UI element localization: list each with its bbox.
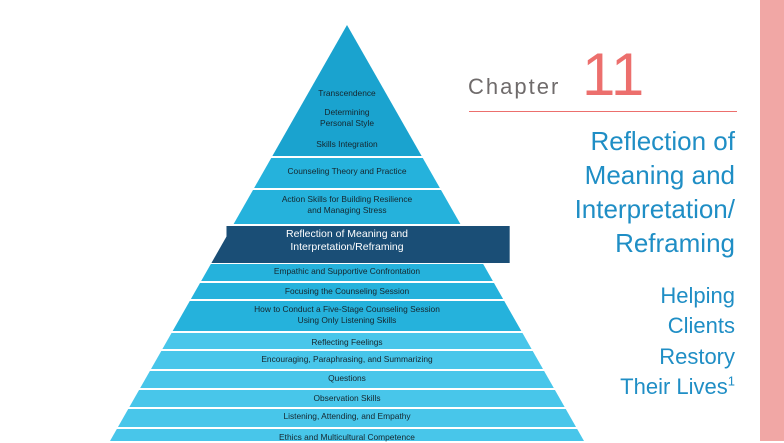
pyramid-layer-label: Listening, Attending, and Empathy xyxy=(283,411,410,422)
pyramid-layer xyxy=(162,333,532,349)
pyramid-label-line: Questions xyxy=(328,373,366,383)
pyramid-label-line: and Managing Stress xyxy=(307,205,387,215)
pyramid-label-line: Reflection of Meaning and xyxy=(286,228,408,240)
pyramid-layer xyxy=(272,25,422,156)
chapter-title-line: Reframing xyxy=(615,228,735,258)
pyramid-label-line: Determining xyxy=(324,107,370,117)
pyramid-layer-label: How to Conduct a Five-Stage Counseling S… xyxy=(254,304,440,326)
pyramid-label-line: Listening, Attending, and Empathy xyxy=(283,411,411,421)
chapter-subtitle-line: Clients xyxy=(667,313,735,338)
page-edge-band xyxy=(760,0,784,441)
pyramid-layer xyxy=(254,158,440,188)
chapter-title-line: Reflection of xyxy=(590,126,735,156)
pyramid-layer xyxy=(110,429,584,441)
pyramid-label-line: Focusing the Counseling Session xyxy=(284,286,410,296)
chapter-subtitle-line: Their Lives1 xyxy=(620,371,735,402)
pyramid-label-line: Counseling Theory and Practice xyxy=(287,166,407,176)
chapter-number: 11 xyxy=(582,41,645,108)
pyramid-layer xyxy=(151,351,543,369)
pyramid-label-line: Action Skills for Building Resilience xyxy=(281,194,413,204)
pyramid-label-line: Reflecting Feelings xyxy=(311,337,383,347)
pyramid-label-line: Observation Skills xyxy=(313,393,381,403)
pyramid-label-line: How to Conduct a Five-Stage Counseling S… xyxy=(254,304,440,314)
pyramid-label-line: Using Only Listening Skills xyxy=(297,315,397,325)
pyramid-label-line: Interpretation/Reframing xyxy=(290,241,404,253)
chapter-word: Chapter xyxy=(468,74,561,99)
pyramid-layer xyxy=(233,190,461,224)
chapter-title-line: Interpretation/ xyxy=(574,194,735,224)
pyramid-label-line: Empathic and Supportive Confrontation xyxy=(273,266,421,276)
pyramid-layer xyxy=(129,390,565,407)
pyramid-label-line: Encouraging, Paraphrasing, and Summarizi… xyxy=(261,354,433,364)
chapter-subtitle-line: Helping xyxy=(660,283,735,308)
pyramid-layer-label: Focusing the Counseling Session xyxy=(285,286,409,297)
pyramid-label-line: Skills Integration xyxy=(316,139,378,149)
chapter-title-line: Meaning and xyxy=(584,160,735,190)
pyramid-layer-label: Transcendence xyxy=(318,88,375,99)
pyramid-layer-label: Empathic and Supportive Confrontation xyxy=(274,266,420,277)
pyramid-label-line: Ethics and Multicultural Competence xyxy=(279,432,415,442)
pyramid-layer xyxy=(201,264,493,281)
pyramid-layer-label: Encouraging, Paraphrasing, and Summarizi… xyxy=(261,354,432,365)
chapter-divider xyxy=(469,111,737,112)
pyramid-layer-label: Counseling Theory and Practice xyxy=(287,166,406,177)
pyramid-layer-label: Observation Skills xyxy=(313,393,380,404)
pyramid-layer xyxy=(140,371,554,388)
pyramid-layer-label: Questions xyxy=(328,373,366,384)
footnote-marker: 1 xyxy=(727,373,735,389)
pyramid-layer xyxy=(172,301,522,331)
subtitle-last-line: Their Lives xyxy=(620,374,728,399)
pyramid-layer-label: Skills Integration xyxy=(316,139,377,150)
pyramid-layer xyxy=(190,283,504,299)
skills-pyramid xyxy=(110,25,584,441)
pyramid-label-line: Transcendence xyxy=(318,88,376,98)
pyramid-label-line: Personal Style xyxy=(320,118,374,128)
highlight-band xyxy=(226,226,510,263)
pyramid-layer-label: Ethics and Multicultural Competence xyxy=(279,432,415,443)
chapter-subtitle-line: Restory xyxy=(659,344,735,369)
pyramid-layer xyxy=(117,409,577,427)
pyramid-layer-label: Reflecting Feelings xyxy=(311,337,382,348)
